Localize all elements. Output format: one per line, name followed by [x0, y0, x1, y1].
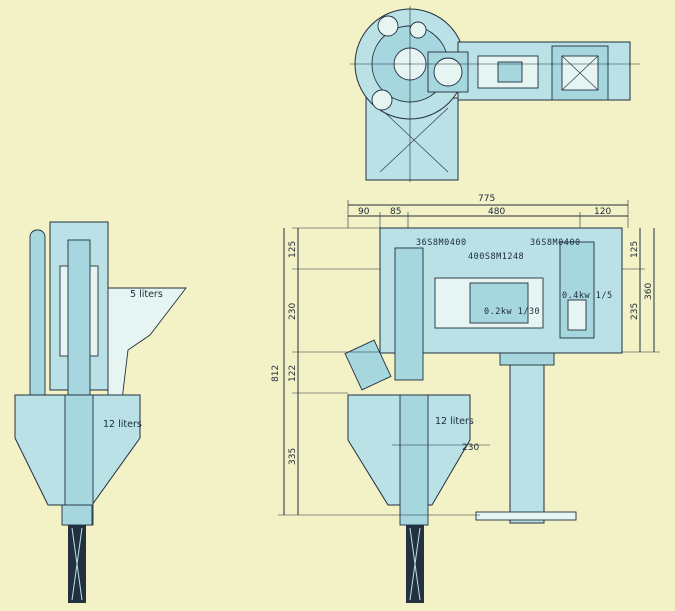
- part-label-a: 36S8M0400: [416, 238, 467, 248]
- dim-overall-width: 775: [478, 194, 495, 204]
- dimension-lines: [278, 200, 660, 516]
- reducer-label: 0.4kw 1/5: [562, 291, 613, 301]
- belt-label: 400S8M1248: [468, 252, 524, 262]
- hopper-label-right: 12 liters: [435, 416, 474, 427]
- dim-85: 85: [390, 207, 401, 217]
- dim-235: 235: [630, 303, 640, 320]
- dim-120: 120: [594, 207, 611, 217]
- dim-125-right: 125: [630, 241, 640, 258]
- part-label-b: 36S8M0400: [530, 238, 581, 248]
- dim-360: 360: [644, 283, 654, 300]
- dim-inner-230: 230: [462, 443, 479, 453]
- hopper-large-label: 12 liters: [103, 419, 142, 430]
- hopper-small-label: 5 liters: [130, 289, 163, 300]
- dim-335: 335: [288, 448, 298, 465]
- right-side-view: 36S8M0400 36S8M0400 400S8M1248 0.2kw 1/3…: [344, 227, 623, 603]
- left-side-view: 5 liters 12 liters: [14, 221, 187, 603]
- dim-480: 480: [488, 207, 505, 217]
- dim-122: 122: [288, 365, 298, 382]
- top-plan-view: [350, 6, 640, 182]
- dimension-texts: 775 90 85 480 120 125 230 122 335 812 12…: [271, 194, 654, 465]
- dim-230: 230: [288, 303, 298, 320]
- motor-label: 0.2kw 1/30: [484, 307, 540, 317]
- dim-90: 90: [358, 207, 370, 217]
- dim-812: 812: [271, 365, 281, 382]
- dim-125-left: 125: [288, 241, 298, 258]
